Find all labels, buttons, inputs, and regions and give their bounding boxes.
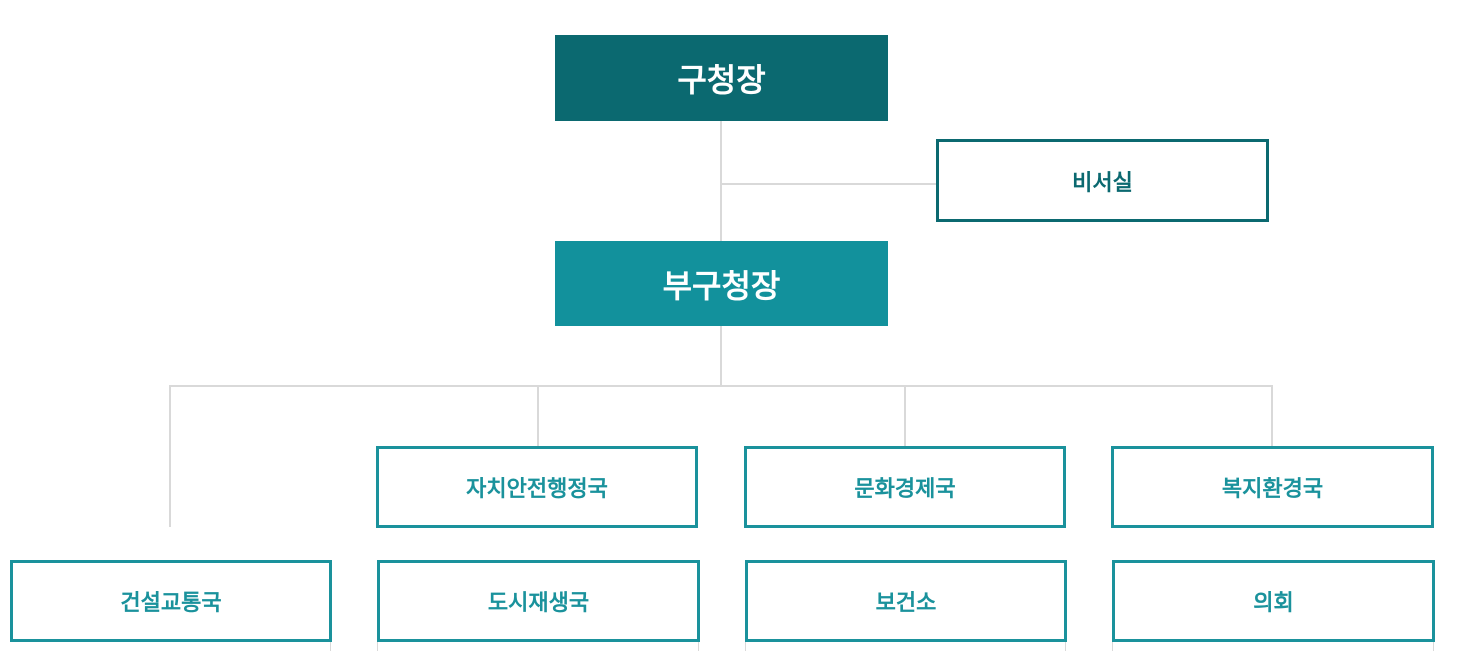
bureau-label: 문화경제국 <box>854 477 956 502</box>
bureau-label: 도시재생국 <box>487 591 590 616</box>
secretary-label: 비서실 <box>1072 170 1133 196</box>
bureau-label: 자치안전행정국 <box>466 477 608 502</box>
connector-head-to-deputy <box>720 121 722 241</box>
connector-drop-culture <box>904 385 906 447</box>
bureau-label: 보건소 <box>875 591 937 616</box>
connector-stub-7 <box>1433 641 1434 651</box>
connector-secretary-branch <box>720 183 937 185</box>
connector-stub-1 <box>330 641 331 651</box>
bureau-box-welfare[interactable]: 복지환경국 <box>1111 446 1434 528</box>
bureau-box-urban[interactable]: 도시재생국 <box>377 560 700 642</box>
connector-drop-autonomy <box>537 385 539 447</box>
connector-bureau-bus <box>169 385 1273 387</box>
deputy-label: 부구청장 <box>662 266 781 305</box>
head-box[interactable]: 구청장 <box>555 35 888 121</box>
connector-stub-4 <box>745 641 746 651</box>
connector-drop-welfare <box>1271 385 1273 447</box>
secretary-box[interactable]: 비서실 <box>936 139 1269 222</box>
bureau-box-construction[interactable]: 건설교통국 <box>10 560 332 642</box>
connector-drop-construction <box>169 385 171 527</box>
bureau-label: 복지환경국 <box>1221 477 1324 502</box>
connector-stub-5 <box>1065 641 1066 651</box>
bureau-label: 의회 <box>1253 591 1294 616</box>
bureau-box-council[interactable]: 의회 <box>1112 560 1435 642</box>
connector-stub-6 <box>1112 641 1113 651</box>
connector-deputy-down <box>720 326 722 386</box>
bureau-label: 건설교통국 <box>120 591 222 616</box>
head-label: 구청장 <box>677 61 766 99</box>
connector-stub-3 <box>698 641 699 651</box>
connector-stub-2 <box>377 641 378 651</box>
deputy-box[interactable]: 부구청장 <box>555 241 888 326</box>
bureau-box-culture[interactable]: 문화경제국 <box>744 446 1066 528</box>
bureau-box-health[interactable]: 보건소 <box>745 560 1067 642</box>
bureau-box-autonomy[interactable]: 자치안전행정국 <box>376 446 698 528</box>
